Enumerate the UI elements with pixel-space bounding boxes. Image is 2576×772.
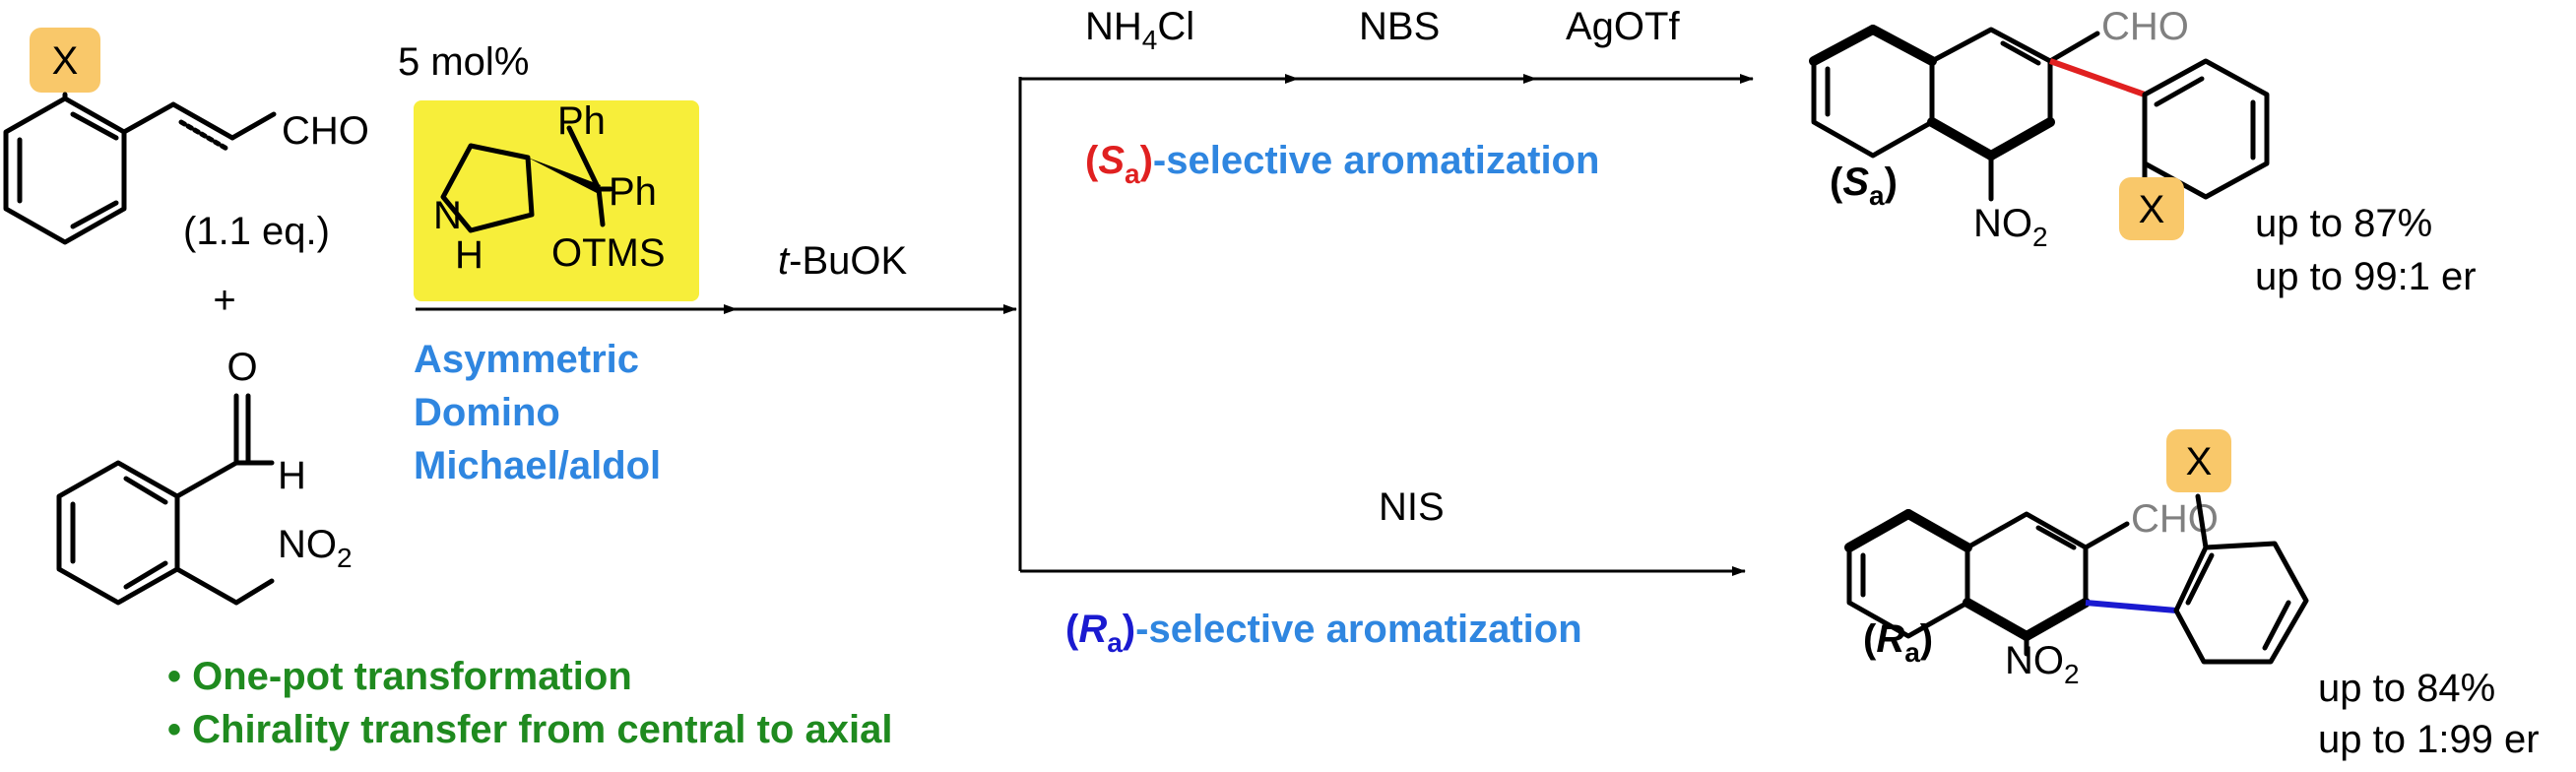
reactant-nitromethylbenzaldehyde: O H NO2 [56, 346, 353, 606]
product-sa-cho-label: CHO [2101, 5, 2189, 48]
catalyst-ph2-label: Ph [609, 170, 657, 214]
product-ra-config: (Ra) [1863, 617, 1933, 668]
product-ra: CHO X NO2 (Ra) [1844, 429, 2309, 689]
product-sa-x-label: X [2139, 188, 2165, 231]
product-sa-yield: up to 87% [2255, 202, 2432, 245]
product-sa-er: up to 99:1 er [2255, 255, 2477, 298]
reagent-nis: NIS [1379, 485, 1445, 529]
product-sa: CHO NO2 X (Sa) [1809, 5, 2270, 252]
catalyst-loading-label: 5 mol% [398, 40, 529, 84]
aldehyde-cho-label: CHO [282, 109, 369, 153]
substituent-x-label: X [52, 39, 79, 83]
nitro-label: NO2 [278, 523, 353, 573]
catalyst-h-label: H [455, 233, 483, 277]
bottom-route-label: (Ra)-selective aromatization [1065, 608, 1582, 658]
catalyst-n-label: N [433, 194, 462, 237]
catalyst-otms-label: OTMS [551, 231, 666, 275]
bullet-chirality-transfer: • Chirality transfer from central to axi… [167, 708, 892, 751]
product-ra-yield: up to 84% [2318, 667, 2495, 710]
x-highlight-box [30, 28, 100, 93]
product-ra-er: up to 1:99 er [2318, 718, 2540, 761]
top-route-label: (Sa)-selective aromatization [1085, 139, 1599, 189]
step1-line2: Domino [414, 391, 560, 434]
equivalents-label: (1.1 eq.) [183, 210, 330, 253]
product-sa-nitro-label: NO2 [1973, 202, 2048, 252]
product-ra-nitro-label: NO2 [2005, 639, 2080, 689]
reactant-cinnamaldehyde: X CHO (1.1 eq.) [3, 28, 369, 253]
reagent-nh4cl: NH4Cl [1085, 5, 1194, 55]
catalyst-ph1-label: Ph [557, 99, 606, 143]
product-ra-x-box [2166, 429, 2231, 492]
product-sa-config: (Sa) [1830, 161, 1898, 211]
catalyst-structure: N H Ph Ph OTMS [414, 99, 699, 301]
product-sa-x-box [2119, 177, 2184, 240]
bullet-one-pot: • One-pot transformation [167, 655, 632, 698]
step1-line1: Asymmetric [414, 338, 639, 381]
plus-sign: + [213, 279, 235, 322]
aldehyde-h-label: H [278, 454, 306, 497]
reagent-nbs: NBS [1359, 5, 1440, 48]
base-label: t-BuOK [778, 239, 907, 283]
step1-line3: Michael/aldol [414, 444, 661, 487]
product-ra-x-label: X [2186, 440, 2213, 483]
reagent-agotf: AgOTf [1566, 5, 1680, 48]
carbonyl-o-label: O [226, 346, 257, 389]
